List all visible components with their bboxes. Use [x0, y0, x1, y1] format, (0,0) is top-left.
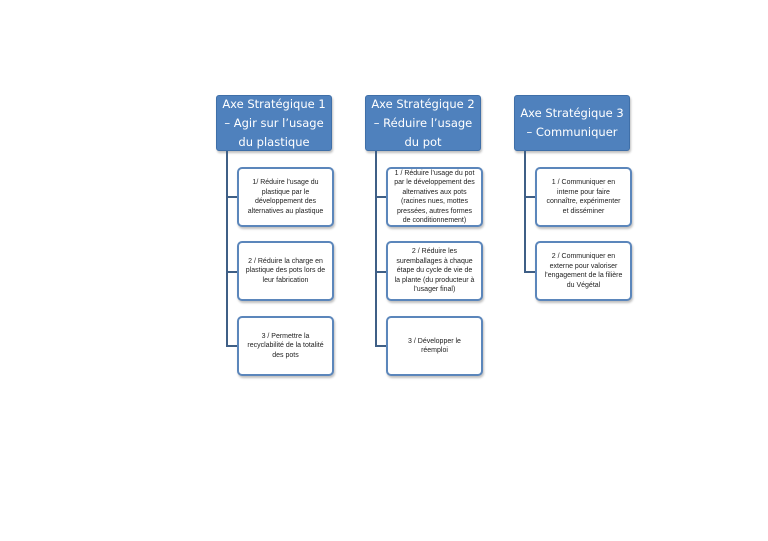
axis-1-header: Axe Stratégique 1 – Agir sur l’usage du … [216, 95, 332, 151]
axis-3-header: Axe Stratégique 3 – Communiquer [514, 95, 630, 151]
axis-1-item-1: 1/ Réduire l’usage du plastique par le d… [237, 167, 334, 227]
axis-2-item-2: 2 / Réduire les suremballages à chaque é… [386, 241, 483, 301]
axis-3-branch-2 [524, 271, 536, 273]
axis-2-header: Axe Stratégique 2 – Réduire l’usage du p… [365, 95, 481, 151]
axis-3-connector [524, 151, 526, 273]
axis-1-title: Axe Stratégique 1 – Agir sur l’usage du … [222, 96, 326, 149]
axis-2-connector [375, 151, 377, 347]
axis-2-title: Axe Stratégique 2 – Réduire l’usage du p… [371, 96, 475, 149]
axis-3-branch-1 [524, 196, 536, 198]
axis-3-title: Axe Stratégique 3 – Communiquer [520, 106, 624, 139]
axis-1-branch-3 [226, 345, 238, 347]
axis-1-branch-2 [226, 271, 238, 273]
axis-3-item-1: 1 / Communiquer en interne pour faire co… [535, 167, 632, 227]
axis-2-branch-2 [375, 271, 387, 273]
axis-1-connector [226, 151, 228, 347]
axis-2-branch-3 [375, 345, 387, 347]
axis-3-item-2: 2 / Communiquer en externe pour valorise… [535, 241, 632, 301]
axis-2-item-3: 3 / Développer le réemploi [386, 316, 483, 376]
axis-2-item-1: 1 / Réduire l’usage du pot par le dévelo… [386, 167, 483, 227]
axis-1-branch-1 [226, 196, 238, 198]
axis-1-item-3: 3 / Permettre la recyclabilité de la tot… [237, 316, 334, 376]
axis-2-branch-1 [375, 196, 387, 198]
axis-1-item-2: 2 / Réduire la charge en plastique des p… [237, 241, 334, 301]
